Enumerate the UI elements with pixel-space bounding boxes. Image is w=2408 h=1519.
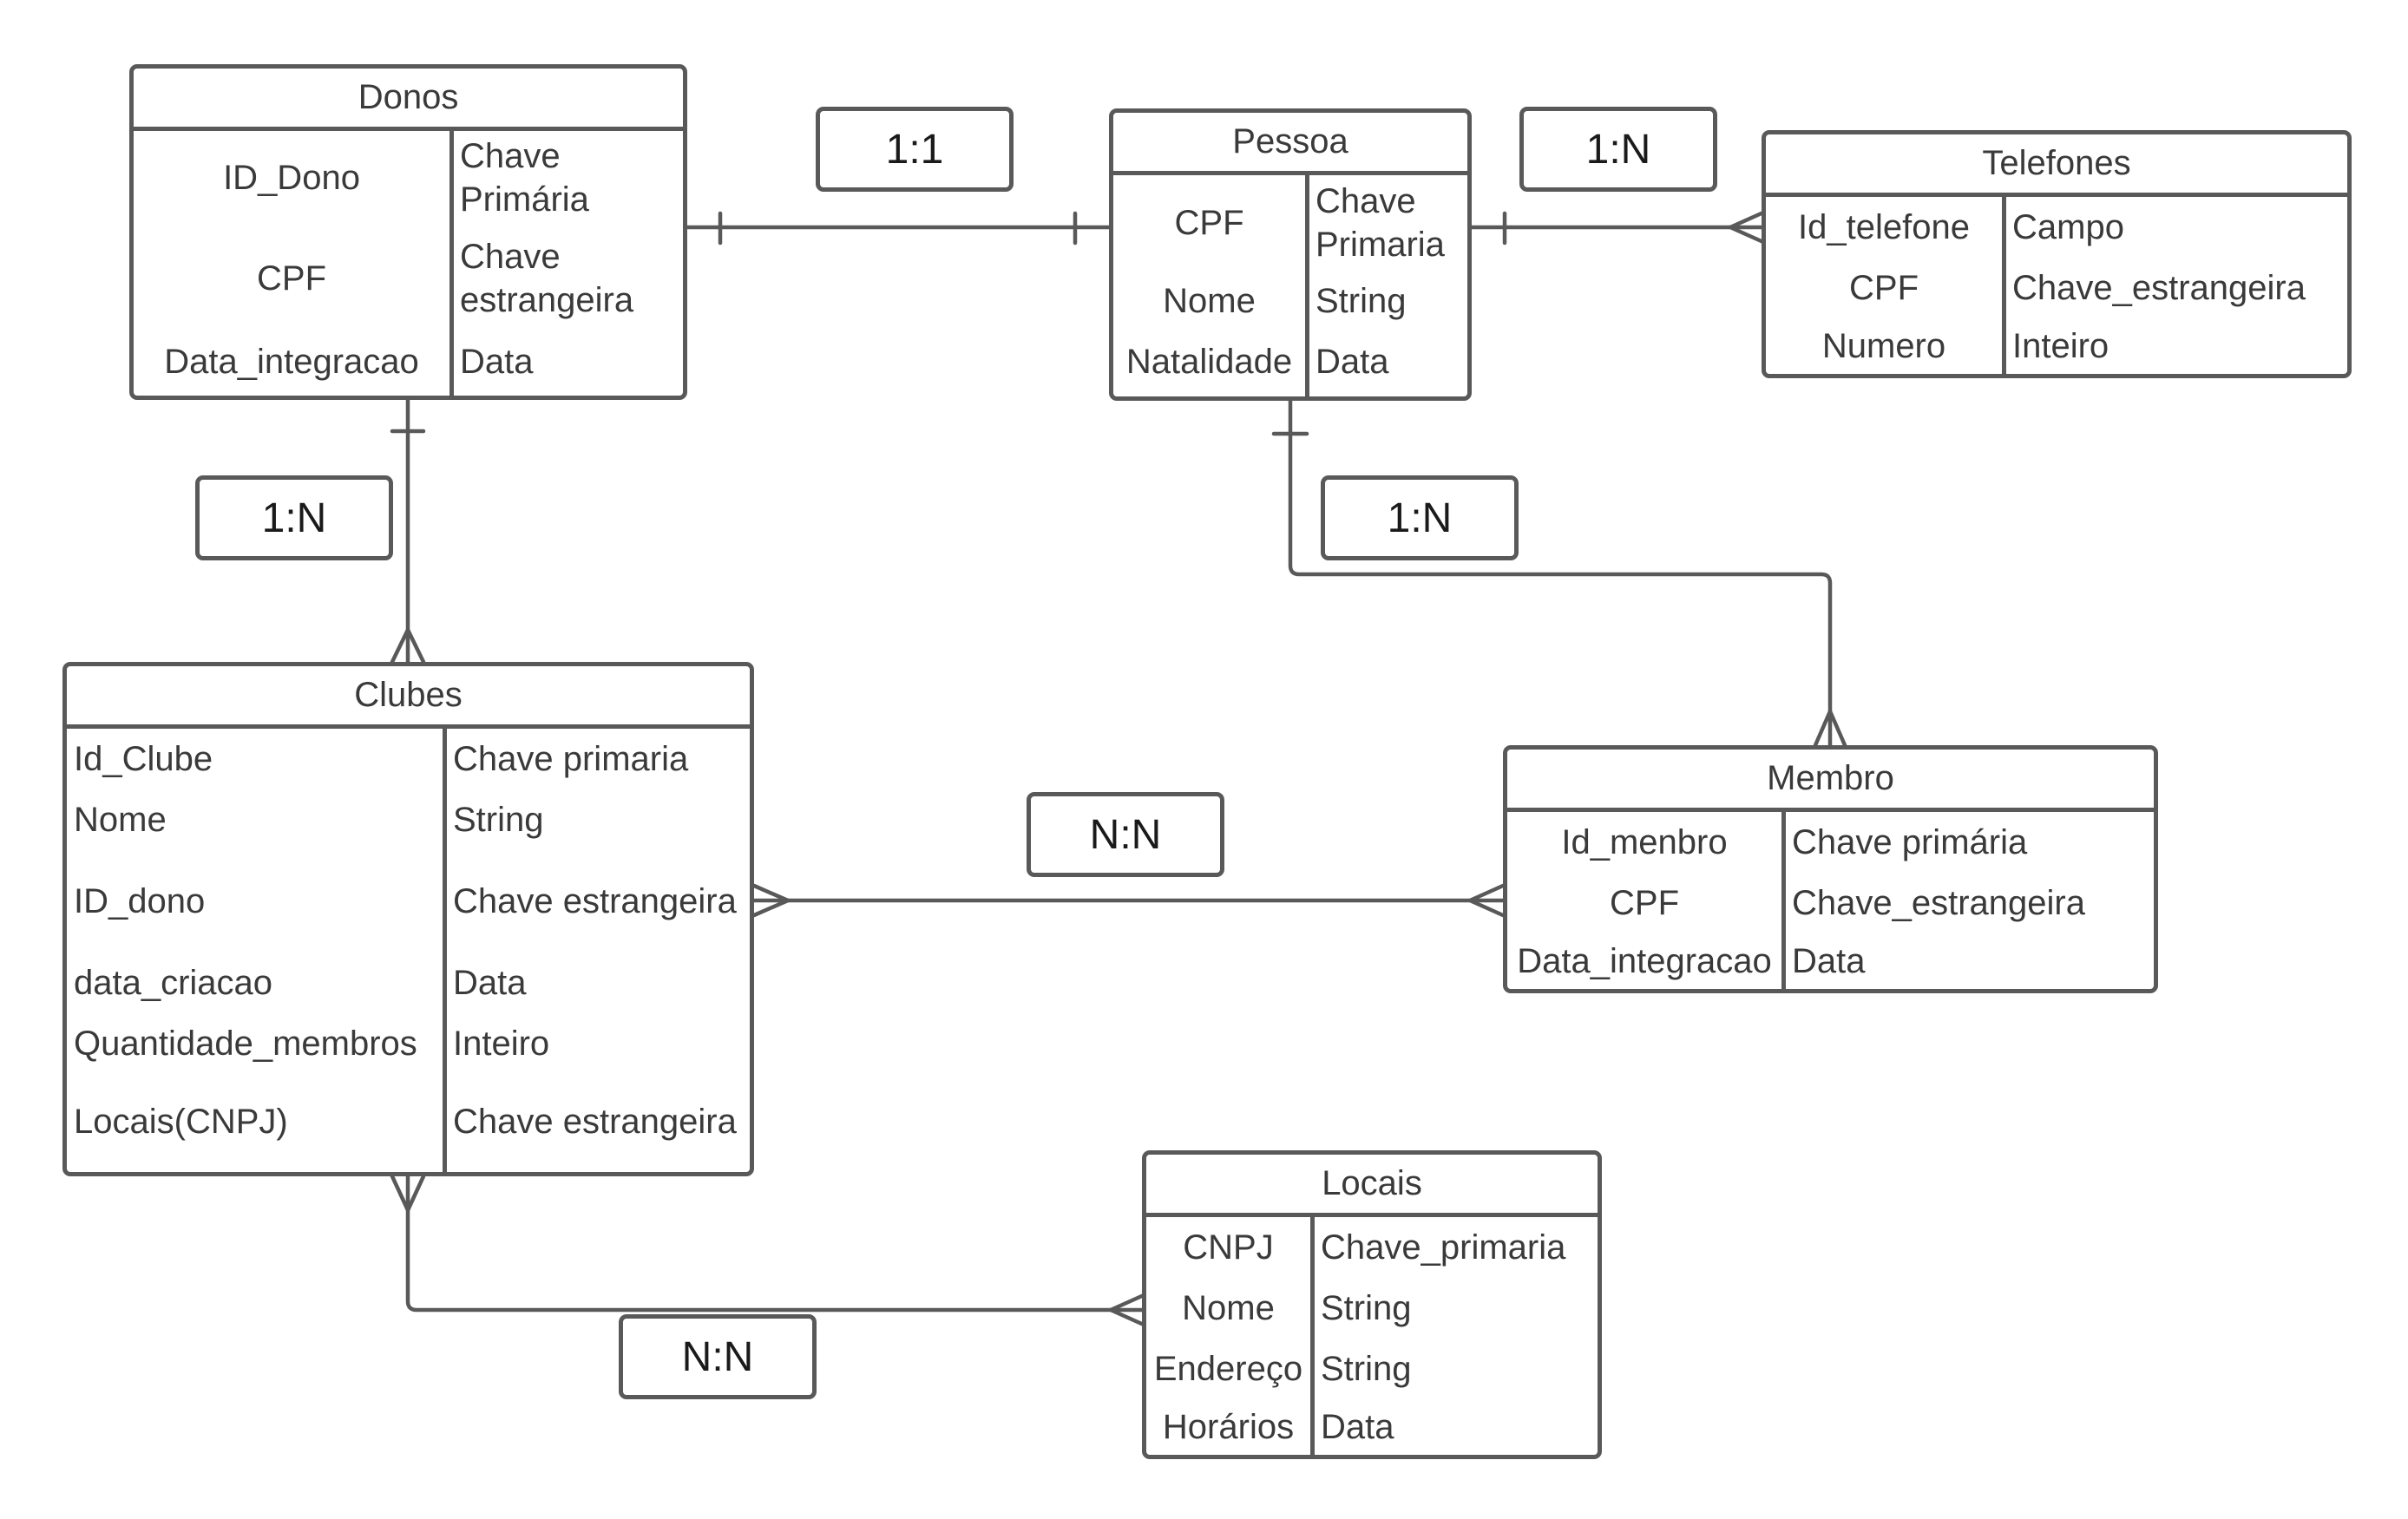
- attribute-type: String: [1321, 1289, 1412, 1327]
- relation-clubes-membro: [751, 883, 1506, 918]
- attribute-name: Endereço: [1153, 1350, 1303, 1388]
- entity-donos: Donos ID_Dono Chave Primária CPF Chave e…: [129, 64, 687, 400]
- attribute-row: Id_Clube Chave primaria: [67, 729, 750, 789]
- attribute-type: Chave estrangeira: [453, 1103, 737, 1141]
- attribute-type: Chave_estrangeira: [2012, 269, 2306, 307]
- attribute-row: Quantidade_membros Inteiro: [67, 1013, 750, 1074]
- attribute-name: Data_integracao: [164, 343, 419, 381]
- attribute-row: Nome String: [1113, 271, 1467, 331]
- attribute-name: Id_telefone: [1798, 208, 1970, 246]
- column-divider: [1305, 175, 1309, 396]
- attribute-row: CPF Chave estrangeira: [134, 225, 683, 332]
- attribute-row: CPF Chave_estrangeira: [1507, 873, 2154, 933]
- attribute-type: Inteiro: [453, 1025, 550, 1063]
- attribute-type: Chave_estrangeira: [1792, 884, 2085, 922]
- attribute-name: Nome: [74, 801, 167, 839]
- attribute-name: Horários: [1162, 1408, 1295, 1446]
- attribute-row: Natalidade Data: [1113, 331, 1467, 392]
- attribute-name: CPF: [257, 259, 326, 298]
- entity-title: Membro: [1507, 750, 2154, 812]
- cardinality-clubes-locais: N:N: [619, 1314, 817, 1399]
- relation-clubes-locais: [390, 1174, 1146, 1327]
- attribute-type: Chave Primária: [460, 137, 589, 219]
- attribute-type: Chave_primaria: [1321, 1228, 1566, 1267]
- attribute-row: Id_telefone Campo: [1766, 197, 2347, 258]
- cardinality-donos-pessoa: 1:1: [816, 107, 1014, 192]
- attribute-name: Numero: [1821, 327, 1946, 365]
- attribute-name: ID_dono: [74, 882, 206, 920]
- attribute-type: Chave estrangeira: [453, 882, 737, 920]
- attribute-type: String: [1316, 282, 1407, 320]
- relation-pessoa-membro: [1271, 398, 1847, 748]
- entity-title: Telefones: [1766, 134, 2347, 197]
- attribute-name: Data_integracao: [1517, 942, 1772, 980]
- attribute-name: CPF: [1849, 269, 1919, 307]
- column-divider: [1310, 1217, 1315, 1455]
- attribute-row: CPF Chave Primaria: [1113, 175, 1467, 271]
- cardinality-pessoa-telefones: 1:N: [1519, 107, 1717, 192]
- attribute-type: Inteiro: [2012, 327, 2109, 365]
- attribute-name: Locais(CNPJ): [74, 1103, 288, 1141]
- attribute-type: Data: [453, 964, 527, 1002]
- attribute-type: Data: [460, 343, 534, 381]
- cardinality-clubes-membro: N:N: [1027, 792, 1224, 877]
- attribute-row: Horários Data: [1146, 1399, 1598, 1455]
- column-divider: [449, 131, 454, 396]
- attribute-type: Chave estrangeira: [460, 238, 634, 319]
- column-divider: [2002, 197, 2006, 374]
- attribute-row: Data_integracao Data: [1507, 933, 2154, 989]
- entity-title: Locais: [1146, 1155, 1598, 1217]
- attribute-type: Chave primária: [1792, 823, 2028, 861]
- attribute-row: CNPJ Chave_primaria: [1146, 1217, 1598, 1278]
- attribute-row: ID_dono Chave estrangeira: [67, 850, 750, 953]
- cardinality-donos-clubes: 1:N: [195, 475, 393, 560]
- attribute-type: String: [453, 801, 544, 839]
- attribute-row: ID_Dono Chave Primária: [134, 131, 683, 225]
- column-divider: [1781, 812, 1786, 989]
- entity-telefones: Telefones Id_telefone Campo CPF Chave_es…: [1762, 130, 2352, 378]
- relation-pessoa-telefones: [1469, 210, 1766, 246]
- attribute-type: String: [1321, 1350, 1412, 1388]
- attribute-name: CPF: [1174, 204, 1244, 242]
- column-divider: [443, 729, 447, 1172]
- entity-locais: Locais CNPJ Chave_primaria Nome String E…: [1142, 1150, 1602, 1459]
- attribute-row: data_criacao Data: [67, 953, 750, 1013]
- attribute-type: Data: [1316, 343, 1389, 381]
- attribute-name: Nome: [1182, 1289, 1275, 1327]
- attribute-row: Nome String: [67, 789, 750, 850]
- entity-clubes: Clubes Id_Clube Chave primaria Nome Stri…: [62, 662, 754, 1176]
- attribute-name: Nome: [1163, 282, 1256, 320]
- attribute-row: Endereço String: [1146, 1339, 1598, 1399]
- attribute-type: Chave primaria: [453, 740, 689, 778]
- attribute-name: Id_menbro: [1561, 823, 1728, 861]
- entity-title: Clubes: [67, 666, 750, 729]
- attribute-name: Id_Clube: [74, 740, 213, 778]
- attribute-row: Nome String: [1146, 1278, 1598, 1339]
- attribute-row: CPF Chave_estrangeira: [1766, 258, 2347, 318]
- attribute-name: data_criacao: [74, 964, 273, 1002]
- attribute-name: ID_Dono: [223, 159, 360, 197]
- relation-donos-clubes: [390, 396, 426, 665]
- attribute-type: Data: [1792, 942, 1866, 980]
- attribute-name: CNPJ: [1183, 1228, 1274, 1267]
- entity-title: Donos: [134, 69, 683, 131]
- entity-title: Pessoa: [1113, 113, 1467, 175]
- attribute-row: Data_integracao Data: [134, 332, 683, 391]
- relation-donos-pessoa: [683, 211, 1112, 246]
- attribute-type: Chave Primaria: [1316, 182, 1445, 264]
- attribute-name: Quantidade_membros: [74, 1025, 417, 1063]
- attribute-row: Id_menbro Chave primária: [1507, 812, 2154, 873]
- attribute-row: Locais(CNPJ) Chave estrangeira: [67, 1074, 750, 1169]
- entity-membro: Membro Id_menbro Chave primária CPF Chav…: [1503, 745, 2158, 993]
- attribute-name: CPF: [1610, 884, 1679, 922]
- attribute-name: Natalidade: [1125, 343, 1293, 381]
- attribute-row: Numero Inteiro: [1766, 318, 2347, 374]
- entity-pessoa: Pessoa CPF Chave Primaria Nome String Na…: [1109, 108, 1472, 401]
- cardinality-pessoa-membro: 1:N: [1321, 475, 1519, 560]
- attribute-type: Data: [1321, 1408, 1394, 1446]
- attribute-type: Campo: [2012, 208, 2124, 246]
